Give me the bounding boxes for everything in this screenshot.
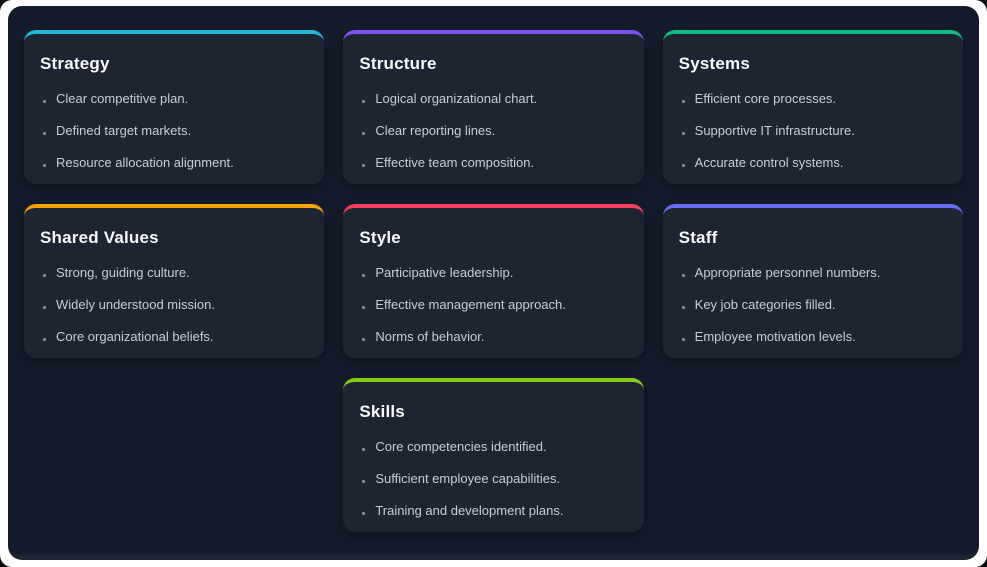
list-item-text: Supportive IT infrastructure. xyxy=(694,123,855,138)
card-item-list: Strong, guiding culture. Widely understo… xyxy=(40,264,308,345)
bullet-dot-icon xyxy=(681,164,685,167)
framework-panel: Strategy Clear competitive plan. Defined… xyxy=(8,6,979,560)
card-strategy: Strategy Clear competitive plan. Defined… xyxy=(24,30,325,184)
list-item: Effective team composition. xyxy=(359,154,627,171)
list-item: Sufficient employee capabilities. xyxy=(359,470,627,487)
list-item-text: Key job categories filled. xyxy=(694,297,836,312)
card-item-list: Efficient core processes. Supportive IT … xyxy=(679,90,947,171)
list-item-text: Resource allocation alignment. xyxy=(56,155,234,170)
list-item: Widely understood mission. xyxy=(40,296,308,313)
card-title: Skills xyxy=(359,402,405,421)
card-title: Style xyxy=(359,228,401,247)
list-item-text: Clear competitive plan. xyxy=(56,91,189,106)
list-item: Core competencies identified. xyxy=(359,438,627,455)
bullet-dot-icon xyxy=(362,100,366,103)
list-item-text: Widely understood mission. xyxy=(56,297,215,312)
bullet-dot-icon xyxy=(362,306,366,309)
list-item: Logical organizational chart. xyxy=(359,90,627,107)
bullet-dot-icon xyxy=(43,132,46,135)
bullet-dot-icon xyxy=(43,274,46,277)
card-title: Structure xyxy=(359,54,437,73)
bullet-dot-icon xyxy=(43,338,46,341)
list-item: Strong, guiding culture. xyxy=(40,264,308,281)
list-item-text: Strong, guiding culture. xyxy=(56,265,190,280)
list-item-text: Sufficient employee capabilities. xyxy=(375,471,561,486)
card-item-list: Core competencies identified. Sufficient… xyxy=(359,438,627,519)
list-item-text: Appropriate personnel numbers. xyxy=(694,265,881,280)
list-item-text: Efficient core processes. xyxy=(694,91,837,106)
bullet-dot-icon xyxy=(43,306,46,309)
list-item-text: Accurate control systems. xyxy=(694,155,844,170)
list-item: Key job categories filled. xyxy=(679,296,947,313)
card-shared-values: Shared Values Strong, guiding culture. W… xyxy=(24,204,325,358)
list-item: Effective management approach. xyxy=(359,296,627,313)
bullet-dot-icon xyxy=(362,274,366,277)
card-structure: Structure Logical organizational chart. … xyxy=(343,30,644,184)
list-item-text: Defined target markets. xyxy=(56,123,192,138)
bullet-dot-icon xyxy=(362,480,366,483)
list-item-text: Employee motivation levels. xyxy=(694,329,856,344)
card-title: Strategy xyxy=(40,54,110,73)
bullet-dot-icon xyxy=(362,512,366,515)
bullet-dot-icon xyxy=(362,164,366,167)
bullet-dot-icon xyxy=(362,132,366,135)
card-grid: Strategy Clear competitive plan. Defined… xyxy=(24,30,963,532)
list-item: Defined target markets. xyxy=(40,122,308,139)
bullet-dot-icon xyxy=(681,100,685,103)
card-item-list: Participative leadership. Effective mana… xyxy=(359,264,627,345)
card-style: Style Participative leadership. Effectiv… xyxy=(343,204,644,358)
card-item-list: Logical organizational chart. Clear repo… xyxy=(359,90,627,171)
list-item: Efficient core processes. xyxy=(679,90,947,107)
list-item-text: Participative leadership. xyxy=(375,265,514,280)
card-item-list: Clear competitive plan. Defined target m… xyxy=(40,90,308,171)
bullet-dot-icon xyxy=(362,338,366,341)
list-item-text: Norms of behavior. xyxy=(375,329,485,344)
card-item-list: Appropriate personnel numbers. Key job c… xyxy=(679,264,947,345)
card-systems: Systems Efficient core processes. Suppor… xyxy=(662,30,963,184)
list-item: Clear reporting lines. xyxy=(359,122,627,139)
list-item: Supportive IT infrastructure. xyxy=(679,122,947,139)
bullet-dot-icon xyxy=(43,164,46,167)
card-staff: Staff Appropriate personnel numbers. Key… xyxy=(662,204,963,358)
bullet-dot-icon xyxy=(362,448,366,451)
list-item-text: Core organizational beliefs. xyxy=(56,329,214,344)
list-item: Appropriate personnel numbers. xyxy=(679,264,947,281)
bullet-dot-icon xyxy=(681,132,685,135)
list-item-text: Effective team composition. xyxy=(375,155,535,170)
list-item-text: Training and development plans. xyxy=(375,503,564,518)
list-item: Training and development plans. xyxy=(359,502,627,519)
bullet-dot-icon xyxy=(681,306,685,309)
bullet-dot-icon xyxy=(43,100,46,103)
card-title: Systems xyxy=(678,54,750,73)
list-item: Norms of behavior. xyxy=(359,328,627,345)
list-item-text: Effective management approach. xyxy=(375,297,566,312)
list-item: Participative leadership. xyxy=(359,264,627,281)
list-item-text: Logical organizational chart. xyxy=(375,91,538,106)
bullet-dot-icon xyxy=(681,274,685,277)
list-item: Resource allocation alignment. xyxy=(40,154,308,171)
list-item: Core organizational beliefs. xyxy=(40,328,308,345)
list-item: Clear competitive plan. xyxy=(40,90,308,107)
list-item: Employee motivation levels. xyxy=(679,328,947,345)
list-item-text: Core competencies identified. xyxy=(375,439,547,454)
list-item-text: Clear reporting lines. xyxy=(375,123,496,138)
list-item: Accurate control systems. xyxy=(679,154,947,171)
card-title: Staff xyxy=(678,228,718,247)
bullet-dot-icon xyxy=(681,338,685,341)
card-skills: Skills Core competencies identified. Suf… xyxy=(343,378,644,532)
card-title: Shared Values xyxy=(40,228,159,247)
